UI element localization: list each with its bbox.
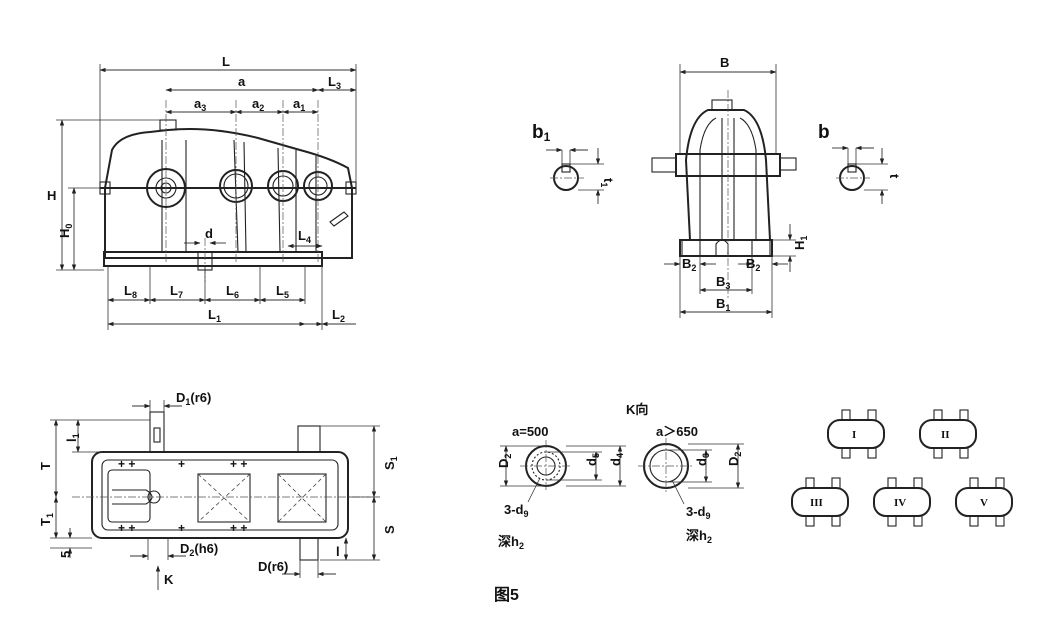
assembly-type-5: V <box>955 477 1013 527</box>
dim-B3: B3 <box>716 274 730 291</box>
dim-L7: L7 <box>170 283 183 300</box>
assembly-type-4: IV <box>873 477 931 527</box>
dim-B2-left: B2 <box>682 256 696 273</box>
dim-B2-right: B2 <box>746 256 760 273</box>
dim-D2-kview: D2 <box>496 454 513 468</box>
front-view: L a L3 a3 a2 a1 H H0 d L4 L8 L7 L6 L5 L1… <box>47 54 357 330</box>
dim-a1: a1 <box>293 96 305 113</box>
dim-5: 5 <box>58 551 73 558</box>
dim-l1: l1 <box>64 433 81 442</box>
dim-L4: L4 <box>298 228 311 245</box>
dim-L2: L2 <box>332 307 345 324</box>
dim-d6: d6 <box>694 453 711 466</box>
dim-b1: b1 <box>532 122 551 144</box>
svg-text:+ +: + + <box>118 521 135 535</box>
holes-left: 3-d9 <box>504 502 529 519</box>
dim-L1: L1 <box>208 307 221 324</box>
dim-D: D(r6) <box>258 559 288 574</box>
dim-T: T <box>38 462 53 470</box>
dim-S: S <box>382 525 397 534</box>
dim-d5: d5 <box>584 453 601 466</box>
dim-L5: L5 <box>276 283 289 300</box>
dim-T1: T1 <box>38 513 55 526</box>
dim-l: l <box>336 544 340 559</box>
svg-text:+: + <box>178 457 185 471</box>
key-section-b: b t <box>818 122 902 204</box>
dim-d: d <box>205 226 213 241</box>
depth-right: 深h2 <box>686 528 712 545</box>
dim-D1: D1(r6) <box>176 390 211 407</box>
dim-L: L <box>222 54 230 69</box>
dim-b: b <box>818 122 830 143</box>
dim-D2-kview-right: D2 <box>726 452 743 466</box>
assembly-type-label-5: V <box>980 497 988 509</box>
assembly-type-label-2: II <box>941 429 950 441</box>
dim-t: t <box>887 174 902 179</box>
figure-caption: 图5 <box>494 586 519 604</box>
k-view-left-condition: a=500 <box>512 424 549 439</box>
assembly-type-1: I <box>827 409 885 459</box>
dim-a: a <box>238 74 246 89</box>
depth-left: 深h2 <box>498 534 524 551</box>
svg-text:+ +: + + <box>230 457 247 471</box>
assembly-type-label-3: III <box>810 497 823 509</box>
dim-a3: a3 <box>194 96 206 113</box>
svg-text:+ +: + + <box>118 457 135 471</box>
k-view: K向 a=500 a＞650 D2 d5 d4 3-d9 深h2 <box>496 402 744 551</box>
key-section-b1: b1 t1 <box>532 122 616 204</box>
holes-right: 3-d9 <box>686 504 711 521</box>
assembly-type-2: II <box>919 409 977 459</box>
k-view-title: K向 <box>626 402 648 417</box>
assembly-type-label-1: I <box>852 429 856 441</box>
side-view: B B2 B2 B3 B1 H1 <box>651 55 809 318</box>
dim-H: H <box>47 188 56 203</box>
dim-H1: H1 <box>792 236 809 250</box>
svg-text:+ +: + + <box>230 521 247 535</box>
k-view-right-condition: a＞650 <box>656 424 698 439</box>
dim-a2: a2 <box>252 96 264 113</box>
dim-H0: H0 <box>57 224 74 238</box>
dim-B: B <box>720 55 729 70</box>
dim-D2: D2(h6) <box>180 541 218 558</box>
view-arrow-K: K <box>164 572 174 587</box>
dim-B1: B1 <box>716 296 730 313</box>
dim-t1: t1 <box>599 178 616 187</box>
dim-L6: L6 <box>226 283 239 300</box>
top-view: + + + + + + + + + + <box>38 390 399 590</box>
dim-L3: L3 <box>328 74 341 91</box>
dim-d4: d4 <box>608 453 625 466</box>
svg-text:+: + <box>178 521 185 535</box>
assembly-type-3: III <box>791 477 849 527</box>
dim-L8: L8 <box>124 283 137 300</box>
assembly-type-label-4: IV <box>894 497 906 509</box>
dim-S1: S1 <box>382 456 399 470</box>
